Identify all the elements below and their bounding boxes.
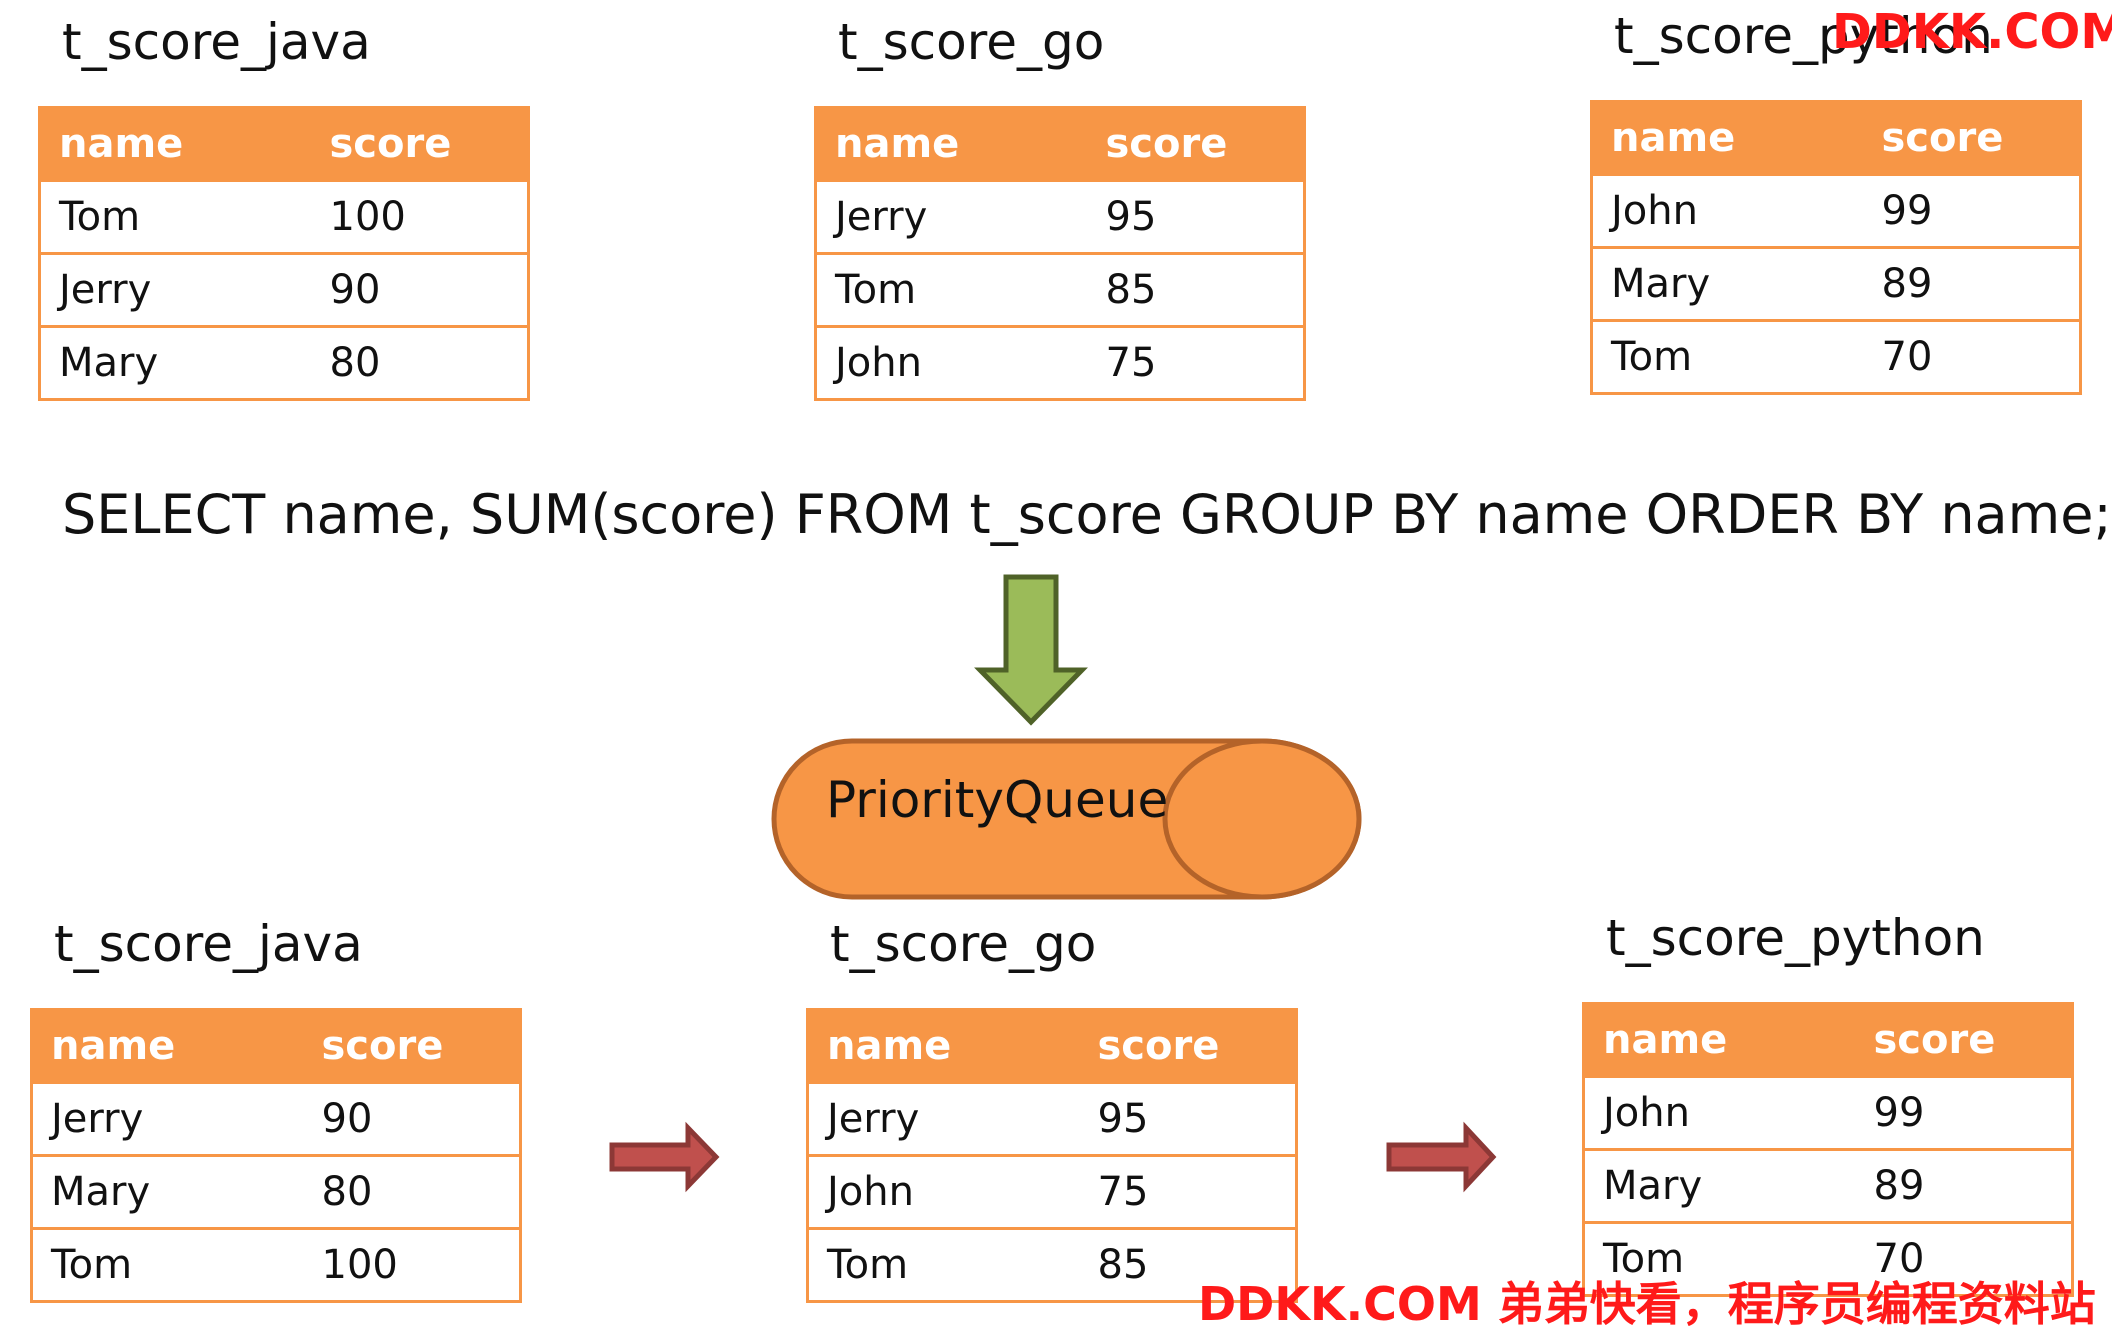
name-cell: John <box>806 1154 1080 1230</box>
score-cell: 80 <box>311 325 530 401</box>
name-cell: John <box>814 325 1088 401</box>
watermark-bottom: DDKK.COM 弟弟快看，程序员编程资料站 <box>1198 1277 2096 1331</box>
name-cell: Jerry <box>806 1081 1080 1157</box>
top-python-title: t_score_python <box>1614 7 1993 65</box>
sql-statement: SELECT name, SUM(score) FROM t_score GRO… <box>62 483 2112 546</box>
score-cell: 85 <box>1087 252 1306 328</box>
name-cell: Mary <box>1582 1148 1856 1224</box>
down-arrow-icon <box>974 574 1088 726</box>
name-cell: Mary <box>38 325 312 401</box>
score-cell: 90 <box>311 252 530 328</box>
priority-queue-label: PriorityQueue <box>826 771 1169 829</box>
column-header: score <box>1087 106 1306 182</box>
right-arrow-icon <box>609 1121 720 1193</box>
column-header: score <box>303 1008 522 1084</box>
score-cell: 100 <box>303 1227 522 1303</box>
name-cell: John <box>1590 173 1864 249</box>
name-cell: Tom <box>814 252 1088 328</box>
column-header: name <box>814 106 1088 182</box>
bottom-java-title: t_score_java <box>54 915 363 973</box>
score-cell: 95 <box>1079 1081 1298 1157</box>
right-arrow-icon <box>1386 1121 1497 1193</box>
name-cell: Tom <box>30 1227 304 1303</box>
score-cell: 75 <box>1087 325 1306 401</box>
column-header: name <box>30 1008 304 1084</box>
name-cell: Jerry <box>814 179 1088 255</box>
watermark-top: DDKK.COM <box>1832 4 2112 60</box>
name-cell: John <box>1582 1075 1856 1151</box>
bottom-go-title: t_score_go <box>830 915 1097 973</box>
name-cell: Mary <box>30 1154 304 1230</box>
score-cell: 99 <box>1863 173 2082 249</box>
score-cell: 75 <box>1079 1154 1298 1230</box>
score-cell: 95 <box>1087 179 1306 255</box>
column-header: score <box>1863 100 2082 176</box>
name-cell: Tom <box>1582 1221 1856 1297</box>
top-go-title: t_score_go <box>838 13 1105 71</box>
name-cell: Tom <box>806 1227 1080 1303</box>
score-cell: 89 <box>1855 1148 2074 1224</box>
score-cell: 70 <box>1855 1221 2074 1297</box>
score-cell: 99 <box>1855 1075 2074 1151</box>
name-cell: Jerry <box>30 1081 304 1157</box>
bottom-python-title: t_score_python <box>1606 909 1985 967</box>
priority-queue-cylinder <box>771 738 1362 900</box>
score-cell: 70 <box>1863 319 2082 395</box>
score-cell: 85 <box>1079 1227 1298 1303</box>
score-cell: 80 <box>303 1154 522 1230</box>
column-header: score <box>1855 1002 2074 1078</box>
column-header: name <box>1582 1002 1856 1078</box>
score-cell: 90 <box>303 1081 522 1157</box>
score-cell: 100 <box>311 179 530 255</box>
column-header: name <box>38 106 312 182</box>
column-header: score <box>311 106 530 182</box>
top-java-title: t_score_java <box>62 13 371 71</box>
column-header: score <box>1079 1008 1298 1084</box>
name-cell: Tom <box>38 179 312 255</box>
name-cell: Tom <box>1590 319 1864 395</box>
column-header: name <box>806 1008 1080 1084</box>
name-cell: Mary <box>1590 246 1864 322</box>
column-header: name <box>1590 100 1864 176</box>
score-cell: 89 <box>1863 246 2082 322</box>
name-cell: Jerry <box>38 252 312 328</box>
